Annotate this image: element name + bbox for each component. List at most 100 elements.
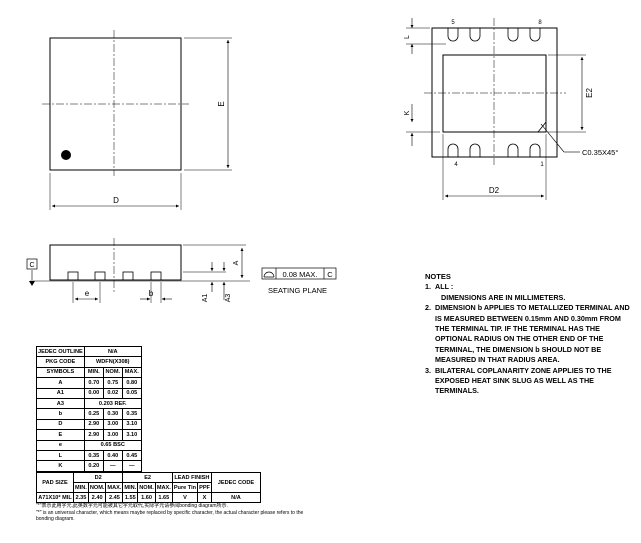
bottom-dim-e2-label: E2 xyxy=(585,88,594,98)
terminal-top-3 xyxy=(507,28,519,42)
table-cell: — xyxy=(121,460,142,472)
side-view-body xyxy=(49,244,182,281)
bottom-dim-k-label: K xyxy=(404,110,411,115)
table-cell: e xyxy=(36,439,85,451)
table-cell: 2.45 xyxy=(105,492,124,503)
table-cell: 0.203 REF. xyxy=(83,397,142,410)
table-cell: 3.10 xyxy=(121,418,142,431)
table-cell: 2.90 xyxy=(83,418,104,431)
note-text: DIMENSION b APPLIES TO METALLIZED TERMIN… xyxy=(435,303,630,365)
table-header: PPF xyxy=(197,482,212,493)
pin-label-5: 5 xyxy=(451,20,455,26)
terminal-top-2 xyxy=(469,28,481,42)
table-header: MAX. xyxy=(121,366,142,379)
side-terminal-4 xyxy=(150,271,162,281)
top-dim-e-label: E xyxy=(217,101,226,106)
table-cell: V xyxy=(171,492,199,503)
table-cell: 2.40 xyxy=(87,492,107,503)
notes-title: NOTES xyxy=(425,272,451,281)
table-cell: 1.60 xyxy=(137,492,156,503)
footnote-chinese: "*"表示此用字元,此英数字元可能被其它字元取代,实际字元请参阅bonding … xyxy=(36,503,228,509)
tolerance-datum: C xyxy=(327,270,333,279)
e2-header: E2 xyxy=(122,472,173,483)
table-cell: 0.80 xyxy=(121,377,142,389)
footnote-english: "*" is an universal character, which mea… xyxy=(36,510,304,523)
table-header-row: MIN. NOM. MAX. MIN. NOM. MAX. Pure Tin P… xyxy=(37,482,261,493)
side-terminal-3 xyxy=(122,271,134,281)
pin-label-8: 8 xyxy=(538,20,542,26)
table-cell: 0.30 xyxy=(102,408,123,420)
table-cell: A xyxy=(36,377,85,389)
table-cell: 1.55 xyxy=(122,492,139,503)
table-cell: 0.75 xyxy=(102,377,123,389)
table-cell: 0.35 xyxy=(121,408,142,420)
side-view xyxy=(29,238,337,303)
table-cell: 0.25 xyxy=(83,408,104,420)
table-cell: A3 xyxy=(36,397,85,410)
terminal-bottom-1 xyxy=(447,143,459,157)
side-dim-b-label: b xyxy=(149,289,154,298)
table-cell: A1 xyxy=(36,387,85,399)
datum-c-frame xyxy=(26,258,38,270)
table-header: NOM. xyxy=(137,482,156,493)
note-item: 2. DIMENSION b APPLIES TO METALLIZED TER… xyxy=(425,303,637,365)
side-terminal-1 xyxy=(67,271,79,281)
jedec-outline-label: JEDEC OUTLINE xyxy=(36,345,85,358)
table-row: A 0.70 0.75 0.80 xyxy=(36,377,142,389)
table-cell: 0.00 xyxy=(83,387,104,399)
pin-label-1: 1 xyxy=(540,162,544,168)
note-item: 3. BILATERAL COPLANARITY ZONE APPLIES TO… xyxy=(425,366,637,397)
top-view xyxy=(42,30,232,210)
bottom-view-body xyxy=(431,27,558,158)
pin-label-4: 4 xyxy=(454,162,458,168)
table-cell: 0.40 xyxy=(102,449,123,462)
table-row: A1 0.00 0.02 0.05 xyxy=(36,387,142,399)
table-header: NOM. xyxy=(87,482,107,493)
bottom-dim-l-label: L xyxy=(404,35,411,39)
table-row: e 0.65 BSC xyxy=(36,439,142,451)
table-cell: 3.00 xyxy=(102,418,123,431)
pad-size-label: PAD SIZE xyxy=(36,472,74,493)
table-cell: 0.20 xyxy=(83,460,104,472)
table-cell: D xyxy=(36,418,85,431)
table-header: NOM. xyxy=(102,366,123,379)
table-cell: A71X10* MIL xyxy=(36,492,74,503)
bottom-view xyxy=(406,18,586,200)
table-header: SYMBOLS xyxy=(36,366,85,379)
table-cell: K xyxy=(36,460,85,472)
lead-finish-header: LEAD FINISH xyxy=(171,472,212,483)
terminal-top-1 xyxy=(447,28,459,42)
notes-block: NOTES 1. ALL : DIMENSIONS ARE IN MILLIME… xyxy=(425,272,637,397)
table-cell: 3.10 xyxy=(121,429,142,441)
table-row: D 2.90 3.00 3.10 xyxy=(36,418,142,431)
dimension-table: JEDEC OUTLINE N/A PKG CODE WDFN(X308) SY… xyxy=(36,345,142,472)
table-cell: 0.02 xyxy=(102,387,123,399)
note-number: 1. xyxy=(425,282,431,292)
d2-header: D2 xyxy=(72,472,124,483)
table-cell: 0.65 BSC xyxy=(83,439,142,451)
table-row: PKG CODE WDFN(X308) xyxy=(36,356,142,368)
pkg-code-label: PKG CODE xyxy=(36,356,85,368)
terminal-bottom-2 xyxy=(469,143,481,157)
pkg-code-value: WDFN(X308) xyxy=(83,356,142,368)
table-header-row: SYMBOLS MIN. NOM. MAX. xyxy=(36,366,142,379)
seating-plane-label: SEATING PLANE xyxy=(268,286,327,295)
table-header: MAX. xyxy=(154,482,173,493)
table-cell: X xyxy=(197,492,212,503)
side-dim-a-label: A xyxy=(233,260,240,265)
side-dim-e-label: e xyxy=(85,289,90,298)
side-terminal-2 xyxy=(94,271,106,281)
table-header-row: PAD SIZE D2 E2 LEAD FINISH JEDEC CODE xyxy=(36,472,261,493)
tolerance-value: 0.08 MAX. xyxy=(282,270,317,279)
table-cell: 0.70 xyxy=(83,377,104,389)
table-cell: L xyxy=(36,449,85,462)
table-cell: 0.05 xyxy=(121,387,142,399)
table-row: b 0.25 0.30 0.35 xyxy=(36,408,142,420)
note-text: ALL : xyxy=(435,282,454,292)
table-row: K 0.20 — — xyxy=(36,460,142,472)
table-cell: 2.90 xyxy=(83,429,104,441)
pin1-marker xyxy=(61,150,71,160)
exposed-pad xyxy=(442,54,547,133)
terminal-top-4 xyxy=(529,28,541,42)
note-text: DIMENSIONS ARE IN MILLIMETERS. xyxy=(441,292,566,302)
